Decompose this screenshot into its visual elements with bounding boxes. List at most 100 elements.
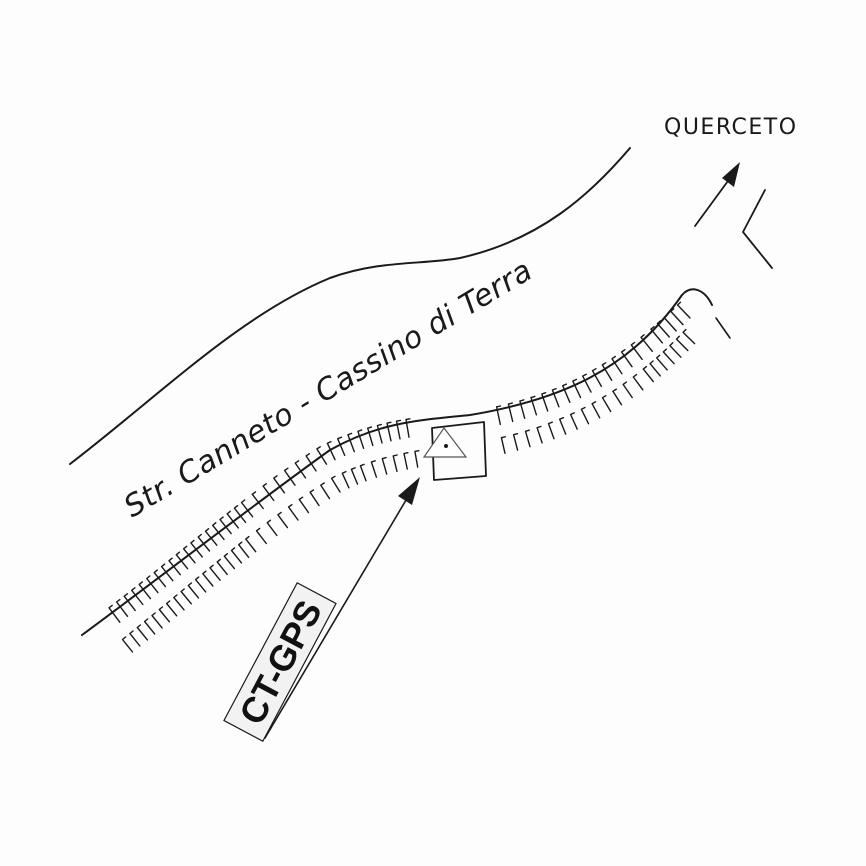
hatch-lower-tick-19 bbox=[266, 519, 278, 537]
hatch-upper-tick-35 bbox=[495, 405, 502, 426]
hatch-lower-tick-38 bbox=[547, 421, 555, 440]
benchmark-box bbox=[431, 421, 487, 481]
hatch-lower-tick-29 bbox=[370, 460, 378, 478]
embankment-hatching-upper bbox=[108, 301, 691, 623]
hatch-upper-tick-11 bbox=[190, 539, 203, 558]
hatch-lower-tick-36 bbox=[524, 429, 531, 448]
hatch-upper-tick-15 bbox=[219, 516, 232, 535]
hatch-lower-tick-51 bbox=[669, 342, 682, 358]
embankment-end-mark bbox=[715, 317, 731, 339]
hatch-upper-tick-32 bbox=[386, 421, 392, 442]
hatch-lower-tick-28 bbox=[359, 463, 367, 482]
hatch-lower-tick-17 bbox=[245, 535, 257, 553]
hatch-lower-tick-37 bbox=[536, 425, 543, 444]
hatch-lower-tick-21 bbox=[287, 504, 299, 521]
hatch-lower-tick-14 bbox=[223, 553, 236, 570]
hatch-lower-tick-7 bbox=[173, 594, 185, 611]
hatch-lower-tick-5 bbox=[158, 606, 171, 623]
hatch-upper-tick-44 bbox=[591, 368, 603, 388]
hatch-upper-tick-49 bbox=[640, 334, 653, 352]
hatch-upper-tick-41 bbox=[562, 383, 571, 403]
hatch-upper-tick-10 bbox=[182, 545, 196, 564]
hatch-lower-tick-41 bbox=[580, 406, 590, 425]
hatch-lower-tick-0 bbox=[121, 636, 134, 653]
hatch-lower-tick-1 bbox=[129, 630, 141, 647]
hatch-upper-tick-14 bbox=[212, 522, 225, 541]
hatch-upper-tick-19 bbox=[251, 491, 264, 510]
hatch-upper-tick-8 bbox=[168, 557, 181, 576]
hatch-lower-tick-22 bbox=[298, 496, 310, 514]
hatch-upper-tick-1 bbox=[115, 598, 129, 617]
hatch-lower-tick-44 bbox=[612, 388, 623, 406]
hatch-upper-tick-45 bbox=[601, 362, 613, 381]
hatch-upper-tick-25 bbox=[316, 446, 328, 465]
hatch-upper-tick-50 bbox=[650, 325, 664, 344]
triangle-marker-icon bbox=[422, 426, 468, 458]
hatch-lower-tick-4 bbox=[151, 612, 163, 629]
hatch-upper-tick-40 bbox=[551, 387, 560, 408]
destination-label: QUERCETO bbox=[664, 115, 798, 140]
hatch-lower-tick-48 bbox=[649, 360, 661, 377]
hatch-lower-tick-12 bbox=[209, 564, 221, 581]
hatch-upper-tick-52 bbox=[663, 314, 677, 332]
hatch-lower-tick-13 bbox=[216, 558, 228, 576]
hatch-upper-tick-27 bbox=[337, 436, 346, 457]
hatch-upper-tick-3 bbox=[131, 587, 144, 606]
hatch-lower-tick-10 bbox=[194, 576, 207, 593]
marker-label-box: CT-GPS bbox=[223, 581, 337, 743]
hatch-upper-tick-24 bbox=[305, 453, 317, 472]
hatch-lower-tick-32 bbox=[403, 452, 409, 470]
hatch-lower-tick-45 bbox=[622, 381, 633, 399]
hatch-upper-tick-9 bbox=[175, 551, 189, 570]
hatch-upper-tick-28 bbox=[347, 432, 355, 453]
hatch-lower-tick-46 bbox=[632, 373, 644, 391]
road-upper-edge bbox=[69, 147, 631, 465]
hatch-upper-tick-30 bbox=[367, 426, 374, 447]
hatch-upper-tick-22 bbox=[283, 467, 296, 486]
hatch-lower-tick-9 bbox=[187, 582, 200, 599]
hatch-upper-tick-29 bbox=[357, 429, 365, 449]
hatch-lower-tick-15 bbox=[230, 547, 243, 564]
hatch-upper-tick-36 bbox=[507, 402, 514, 423]
hatch-upper-tick-6 bbox=[153, 569, 167, 588]
hatch-upper-tick-53 bbox=[670, 308, 684, 326]
hatch-upper-tick-13 bbox=[204, 528, 218, 546]
hatch-lower-tick-50 bbox=[662, 348, 675, 365]
side-road-edge bbox=[742, 189, 773, 269]
hatch-lower-tick-16 bbox=[238, 541, 250, 558]
hatch-lower-tick-42 bbox=[591, 401, 601, 419]
hatch-upper-tick-23 bbox=[294, 460, 307, 479]
hatch-lower-tick-52 bbox=[675, 335, 689, 352]
hatch-lower-tick-53 bbox=[682, 328, 696, 345]
hatch-upper-tick-43 bbox=[582, 373, 592, 393]
hatch-lower-tick-43 bbox=[601, 395, 612, 413]
embankment-hatching-lower bbox=[121, 328, 696, 653]
hatch-lower-tick-39 bbox=[559, 417, 567, 435]
hatch-upper-tick-31 bbox=[376, 423, 383, 444]
hatch-upper-tick-54 bbox=[676, 301, 691, 319]
hatch-lower-tick-3 bbox=[143, 618, 156, 635]
leader-arrow bbox=[264, 477, 420, 739]
hatch-upper-tick-37 bbox=[519, 399, 526, 419]
hatch-lower-tick-33 bbox=[414, 450, 420, 468]
hatch-upper-tick-34 bbox=[405, 418, 411, 438]
hatch-lower-tick-11 bbox=[202, 570, 214, 587]
arrow-up-right-icon bbox=[694, 162, 740, 227]
hatch-lower-tick-30 bbox=[381, 456, 388, 475]
hatch-upper-tick-33 bbox=[395, 419, 402, 440]
hatch-upper-tick-46 bbox=[611, 355, 623, 375]
hatch-lower-tick-31 bbox=[392, 454, 398, 473]
hatch-lower-tick-34 bbox=[500, 436, 506, 454]
hatch-upper-tick-5 bbox=[146, 575, 159, 594]
hatch-upper-tick-48 bbox=[630, 341, 643, 360]
hatch-upper-tick-18 bbox=[240, 499, 254, 518]
hatch-upper-tick-42 bbox=[572, 378, 582, 399]
hatch-lower-tick-26 bbox=[341, 470, 350, 489]
hatch-lower-tick-6 bbox=[165, 600, 178, 617]
hatch-lower-tick-18 bbox=[255, 527, 267, 545]
hatch-lower-tick-47 bbox=[642, 365, 654, 383]
hatch-lower-tick-23 bbox=[309, 489, 320, 507]
hatch-lower-tick-2 bbox=[136, 624, 149, 641]
hatch-lower-tick-49 bbox=[656, 354, 668, 371]
